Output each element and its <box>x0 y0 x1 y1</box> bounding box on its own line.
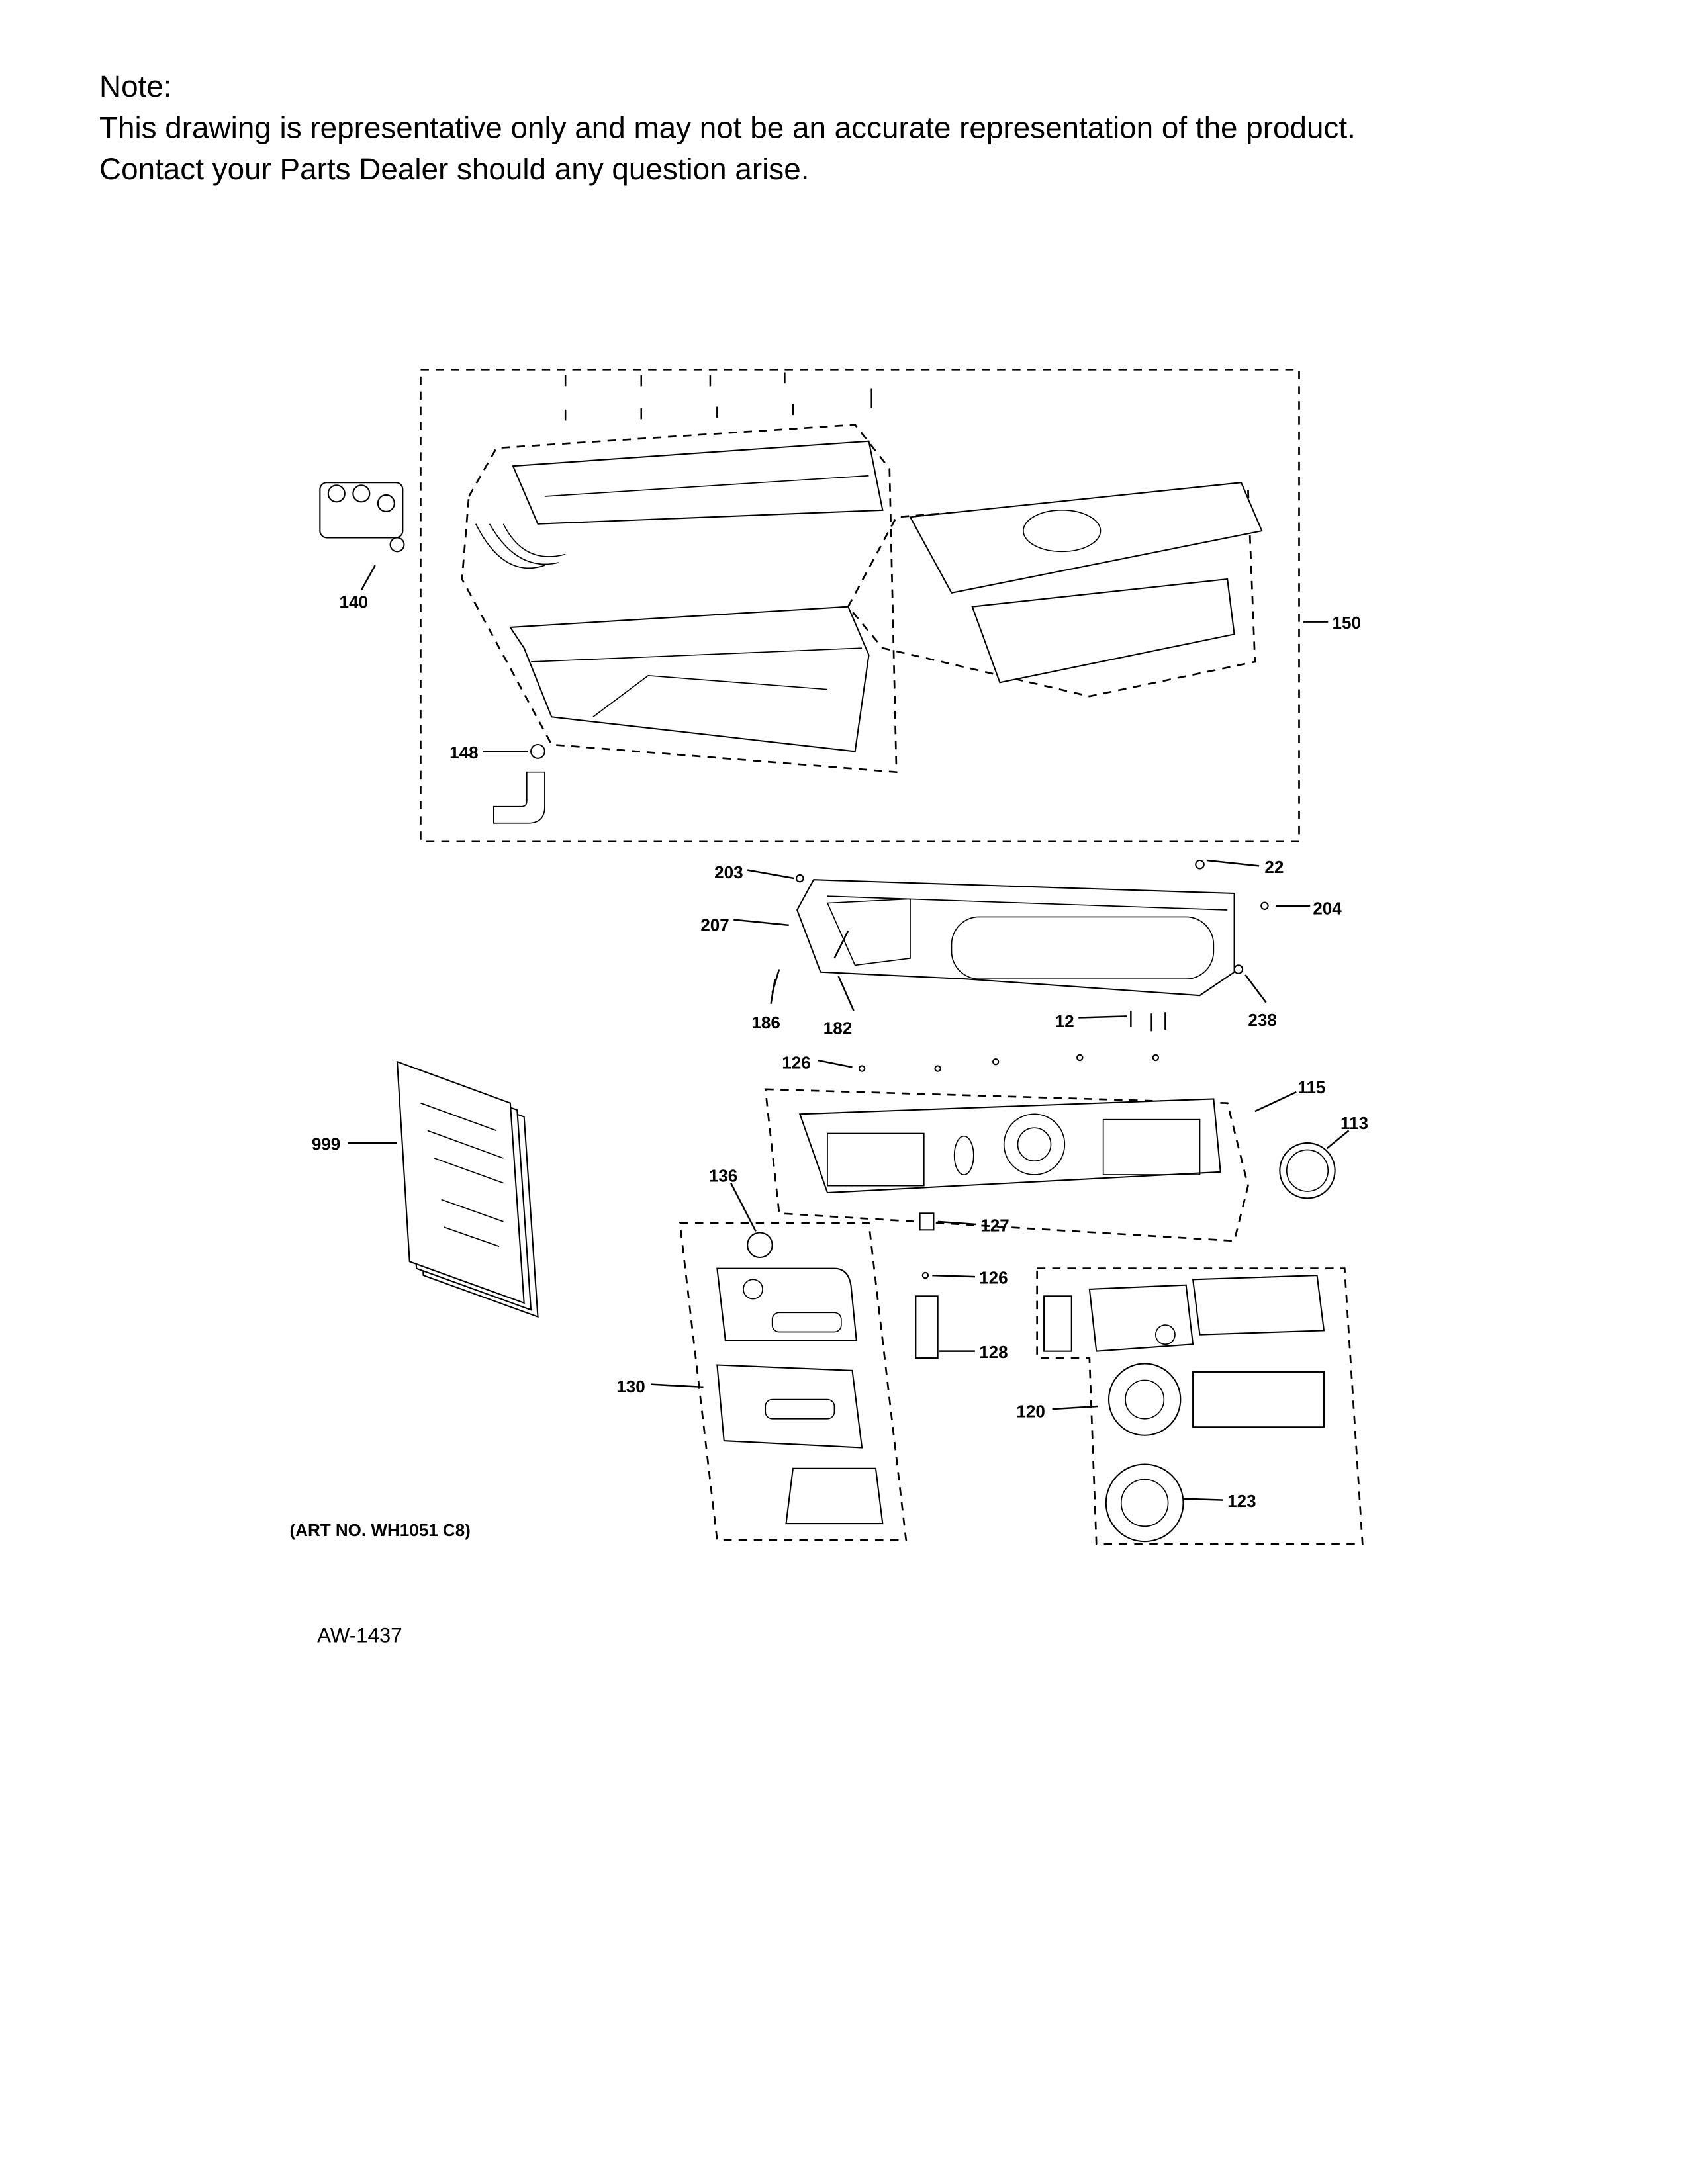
callout-127: 127 <box>980 1215 1009 1235</box>
callout-113: 113 <box>1340 1113 1368 1133</box>
callout-238: 238 <box>1248 1010 1276 1030</box>
callout-148: 148 <box>449 743 478 762</box>
note-line-2: Contact your Parts Dealer should any que… <box>99 152 809 186</box>
leader-lines <box>348 565 1350 1501</box>
control-panel-frame-part <box>771 879 1235 997</box>
manual-part <box>396 1060 539 1318</box>
dispenser-cover-part <box>475 440 884 569</box>
callout-120: 120 <box>1016 1402 1045 1422</box>
callout-130: 130 <box>616 1377 645 1396</box>
callout-150: 150 <box>1333 613 1361 633</box>
screws-top <box>564 372 872 421</box>
art-number: (ART NO. WH1051 C8) <box>290 1520 471 1540</box>
callout-22: 22 <box>1264 857 1284 877</box>
callout-115: 115 <box>1297 1077 1325 1097</box>
callout-12: 12 <box>1055 1011 1074 1031</box>
knob-part <box>1279 1142 1336 1199</box>
callout-207: 207 <box>700 915 729 934</box>
small-parts <box>915 1212 939 1359</box>
callout-186: 186 <box>751 1013 780 1032</box>
callout-203: 203 <box>714 862 743 882</box>
callout-140: 140 <box>340 592 368 612</box>
control-panel-part <box>798 1098 1221 1194</box>
detergent-drawer-part <box>909 482 1263 684</box>
callouts: 140 150 148 203 22 207 204 186 182 12 23… <box>312 592 1368 1511</box>
fasteners <box>796 859 1269 1279</box>
drawer-subgroup-box <box>847 488 1256 698</box>
callout-204: 204 <box>1313 898 1342 918</box>
dispenser-assembly-box <box>420 368 1300 842</box>
callout-128: 128 <box>979 1342 1008 1362</box>
drawing-id: AW-1437 <box>317 1623 402 1647</box>
water-valve-part <box>319 482 405 553</box>
knob-dispenser-box <box>679 1222 908 1541</box>
callout-999: 999 <box>312 1134 340 1154</box>
dispenser-housing-part <box>508 606 870 752</box>
callout-126-top: 126 <box>782 1053 810 1073</box>
callout-123: 123 <box>1227 1491 1256 1511</box>
note-line-1: This drawing is representative only and … <box>99 111 1356 144</box>
note-title: Note: <box>99 69 172 103</box>
hose-part <box>493 743 545 824</box>
callout-136: 136 <box>709 1165 737 1185</box>
electronics-parts <box>1043 1275 1325 1543</box>
callout-126-bottom: 126 <box>979 1268 1008 1288</box>
callout-182: 182 <box>823 1019 852 1038</box>
dispenser-front-parts <box>716 1232 884 1525</box>
dispenser-subgroup-box <box>461 424 898 774</box>
electronics-box <box>1036 1267 1364 1545</box>
